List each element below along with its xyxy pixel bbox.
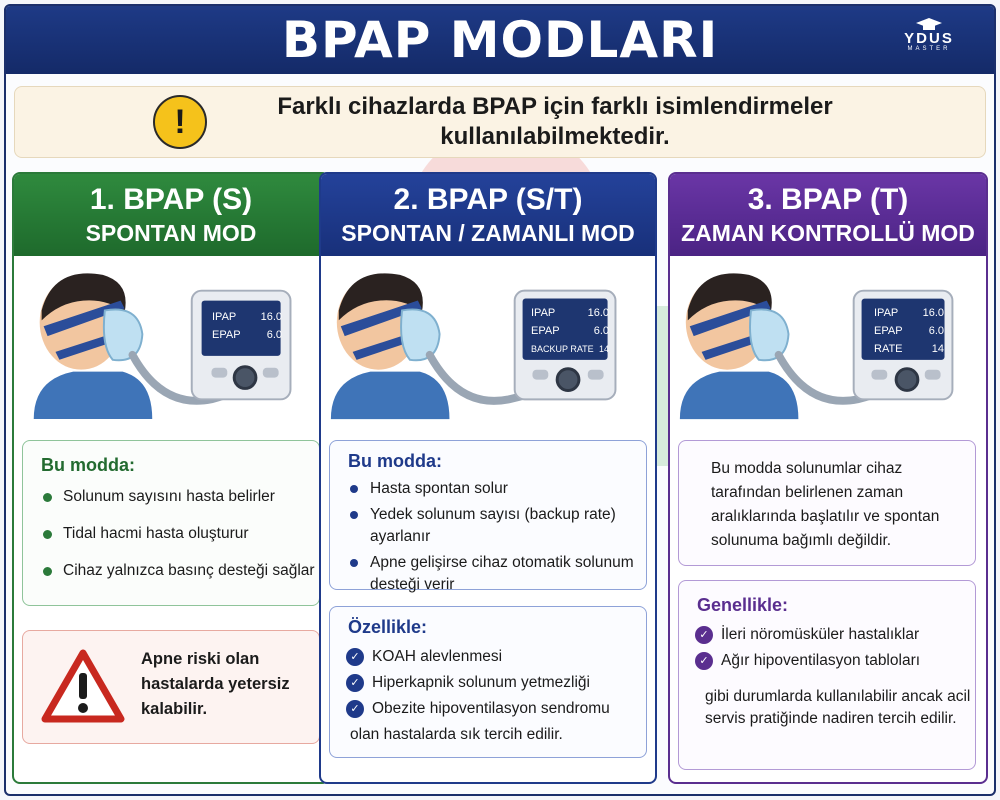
bullet-list: Hasta spontan solur Yedek solunum sayısı… [348,478,646,596]
brand-logo: YDUS MASTER [894,18,964,62]
check-circle-icon: ✓ [346,648,364,666]
readout-label: EPAP [531,325,560,337]
readout-label: IPAP [212,311,237,323]
patient-device-illustration [679,273,954,420]
special-box: Genellikle: ✓ İleri nöromüsküler hastalık… [678,580,976,770]
list-item: Cihaz yalnızca basınç desteği sağlar [41,560,319,582]
bpap-device-icon [190,289,292,401]
device-screen: IPAP 16.0 EPAP 6.0 BACKUP RATE 14 [531,304,609,358]
info-box: Bu modda: Hasta spontan solur Yedek solu… [329,440,647,593]
mode-card-t: 3. BPAP (T) ZAMAN KONTROLLÜ MOD [668,172,988,784]
alert-text: Apne riski olan hastalarda yetersiz kala… [141,650,290,718]
readout-value: 16.0 [260,311,282,323]
list-item: ✓ KOAH alevlenmesi [346,646,646,668]
readout-label: EPAP [212,329,241,341]
info-title: Bu modda: [348,451,442,471]
device-readout: BACKUP RATE 14 [531,340,609,358]
check-circle-icon: ✓ [695,626,713,644]
card-title: 3. BPAP (T) [747,183,909,216]
device-readout: IPAP 16.0 [212,308,282,326]
check-list: ✓ KOAH alevlenmesi ✓ Hiperkapnik solunum y… [346,646,646,720]
list-item: Yedek solunum sayısı (backup rate) ayarl… [348,504,646,548]
device-screen: IPAP 16.0 EPAP 6.0 RATE 14 [874,304,944,358]
readout-value: 6.0 [593,325,609,337]
list-item: ✓ Ağır hipoventilasyon tabloları [695,650,975,672]
check-text: Obezite hipoventilasyon sendromu [372,700,610,717]
readout-label: IPAP [531,307,556,319]
card-header: 1. BPAP (S) SPONTAN MOD [14,174,328,256]
info-text: Bu modda solunumlar cihaz tarafından bel… [711,460,940,549]
graduation-cap-icon [916,18,942,30]
bpap-device-icon [852,289,954,401]
check-list: ✓ İleri nöromüsküler hastalıklar ✓ Ağır hi… [695,624,975,672]
special-title: Genellikle: [697,595,789,615]
device-readout: IPAP 16.0 [531,304,609,322]
readout-label: RATE [874,343,903,355]
banner-text: Farklı cihazlarda BPAP için farklı isiml… [277,93,833,150]
readout-value: 14 [931,343,944,355]
device-readout: EPAP 6.0 [874,322,944,340]
check-circle-icon: ✓ [346,674,364,692]
patient-head-icon [679,273,799,420]
check-text: KOAH alevlenmesi [372,648,503,665]
logo-sub: MASTER [907,46,951,52]
bullet-list: Solunum sayısını hasta belirler Tidal ha… [41,486,319,582]
mode-card-s: 1. BPAP (S) SPONTAN MOD I [12,172,330,784]
warning-triangle-icon [41,649,125,723]
device-readout: EPAP 6.0 [212,326,282,344]
mode-card-st: 2. BPAP (S/T) SPONTAN / ZAMANLI MOD [319,172,657,784]
readout-value: 16.0 [587,307,609,319]
readout-value: 6.0 [928,325,944,337]
card-title: 2. BPAP (S/T) [393,183,583,216]
patient-head-icon [330,273,450,420]
warning-banner: ! Farklı cihazlarda BPAP için farklı isi… [14,86,986,158]
readout-label: BACKUP RATE [531,344,594,354]
list-item: ✓ İleri nöromüsküler hastalıklar [695,624,975,646]
device-readout: EPAP 6.0 [531,322,609,340]
readout-value: 16.0 [922,307,944,319]
readout-label: EPAP [874,325,903,337]
special-box: Özellikle: ✓ KOAH alevlenmesi ✓ Hiperkapni… [329,606,647,758]
device-readout: IPAP 16.0 [874,304,944,322]
check-text: Hiperkapnik solunum yetmezliği [372,674,590,691]
patient-head-icon [33,273,153,420]
list-item: ✓ Obezite hipoventilasyon sendromu [346,698,646,720]
card-header: 2. BPAP (S/T) SPONTAN / ZAMANLI MOD [321,174,655,256]
list-item: ✓ Hiperkapnik solunum yetmezliği [346,672,646,694]
list-item: Hasta spontan solur [348,478,646,500]
page-title: BPAP MODLARI [281,11,719,69]
card-subtitle: ZAMAN KONTROLLÜ MOD [681,220,975,246]
info-box: Bu modda solunumlar cihaz tarafından bel… [678,440,976,566]
logo-brand: YDUS [904,30,954,47]
readout-label: IPAP [874,307,899,319]
card-title: 1. BPAP (S) [89,183,253,216]
check-text: Ağır hipoventilasyon tabloları [721,652,921,669]
device-readout: RATE 14 [874,340,944,358]
check-circle-icon: ✓ [346,700,364,718]
exclamation-circle-icon: ! [153,95,207,149]
card-subtitle: SPONTAN / ZAMANLI MOD [341,220,635,246]
check-text: İleri nöromüsküler hastalıklar [721,626,920,643]
readout-value: 14 [598,344,609,354]
alert-box: Apne riski olan hastalarda yetersiz kala… [22,630,320,744]
list-item: Solunum sayısını hasta belirler [41,486,319,508]
page: BPAP MODLARI YDUS MASTER ! Farklı cihazl… [4,4,996,796]
special-title: Özellikle: [348,617,428,637]
check-circle-icon: ✓ [695,652,713,670]
bpap-device-icon [513,289,617,401]
note-text: olan hastalarda sık tercih edilir. [350,726,563,743]
note-text: gibi durumlarda kullanılabilir ancak aci… [705,688,971,727]
info-title: Bu modda: [41,455,135,475]
list-item: Apne gelişirse cihaz otomatik solunum de… [348,552,646,596]
card-header: 3. BPAP (T) ZAMAN KONTROLLÜ MOD [670,174,986,256]
patient-device-illustration [33,273,292,420]
list-item: Tidal hacmi hasta oluşturur [41,523,319,545]
readout-value: 6.0 [266,329,282,341]
device-screen: IPAP 16.0 EPAP 6.0 [212,308,282,344]
page-header: BPAP MODLARI YDUS MASTER [6,6,994,74]
patient-device-illustration [330,273,617,420]
info-box: Bu modda: Solunum sayısını hasta belirle… [22,440,320,606]
card-subtitle: SPONTAN MOD [85,220,257,246]
